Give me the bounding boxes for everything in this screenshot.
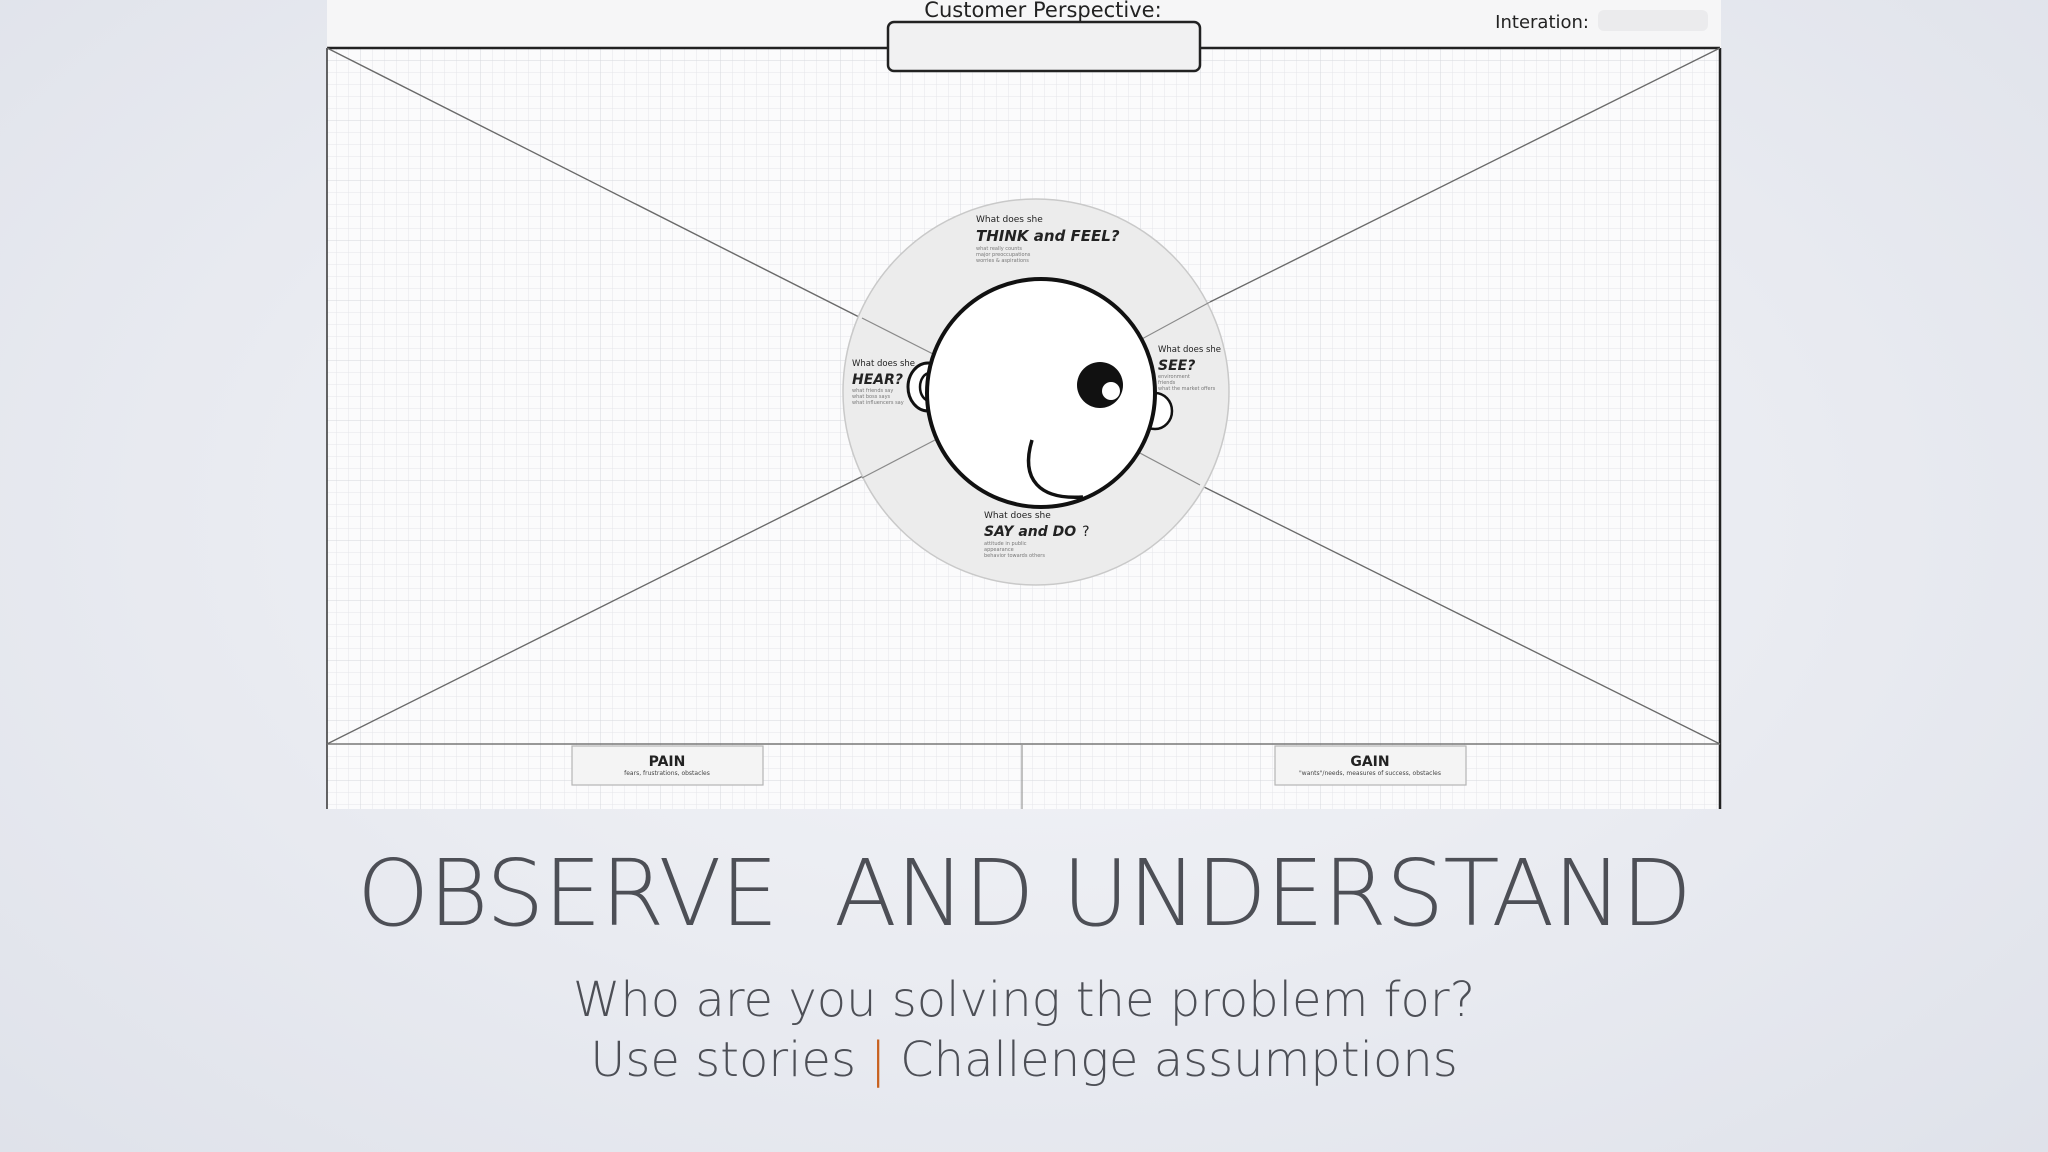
svg-text:what the market offers: what the market offers [1158, 386, 1216, 392]
iteration-field[interactable] [1598, 10, 1708, 31]
say-do-section: What does she SAY and DO? attitude in pu… [984, 511, 1090, 559]
svg-text:major preoccupations: major preoccupations [976, 252, 1031, 258]
see-section: What does she SEE? environment friends w… [1158, 345, 1221, 392]
customer-perspective-label: Customer Perspective: [924, 0, 1161, 22]
separator: | [869, 1032, 887, 1088]
hear-section: What does she HEAR? what friends say wha… [852, 359, 915, 406]
svg-text:what boss says: what boss says [852, 394, 891, 400]
svg-text:appearance: appearance [984, 547, 1014, 553]
svg-text:SAY and DO?: SAY and DO? [984, 524, 1090, 540]
think-feel-section: What does she THINK and FEEL? what reall… [976, 215, 1120, 264]
svg-text:friends: friends [1158, 380, 1176, 386]
svg-text:fears, frustrations, obstacles: fears, frustrations, obstacles [624, 770, 710, 777]
svg-text:What does she: What does she [984, 511, 1051, 521]
svg-text:What does she: What does she [976, 215, 1043, 225]
pain-box: PAIN fears, frustrations, obstacles [571, 745, 764, 786]
svg-text:GAIN: GAIN [1350, 754, 1389, 770]
diagonal-bottom-left [326, 474, 866, 745]
svg-text:worries & aspirations: worries & aspirations [976, 258, 1029, 264]
customer-perspective-field[interactable] [886, 20, 1202, 73]
diagonal-top-right [1209, 47, 1721, 303]
svg-text:THINK and FEEL?: THINK and FEEL? [976, 227, 1120, 245]
svg-text:what really counts: what really counts [976, 246, 1022, 252]
diagonal-bottom-right [1199, 484, 1721, 745]
gain-box: GAIN "wants"/needs, measures of success,… [1274, 745, 1467, 786]
svg-text:What does she: What does she [1158, 345, 1221, 355]
challenge-assumptions-text: Challenge assumptions [900, 1032, 1458, 1088]
svg-text:behavior towards others: behavior towards others [984, 553, 1045, 559]
svg-text:"wants"/needs, measures of suc: "wants"/needs, measures of success, obst… [1299, 770, 1441, 777]
slide-subtitle-line-2: Use stories|Challenge assumptions [0, 1032, 2048, 1088]
svg-text:attitude in public: attitude in public [984, 541, 1027, 547]
iteration-label: Interation: [1495, 12, 1589, 33]
svg-text:PAIN: PAIN [649, 754, 686, 770]
svg-text:what friends say: what friends say [852, 388, 893, 394]
slide-title: OBSERVE AND UNDERSTAND [357, 840, 1692, 947]
use-stories-text: Use stories [590, 1032, 856, 1088]
diagonal-top-left [326, 47, 866, 321]
svg-text:environment: environment [1158, 374, 1190, 380]
head [925, 277, 1157, 509]
svg-text:what influencers say: what influencers say [852, 400, 904, 406]
mouth [1026, 439, 1084, 499]
slide-subtitle-line-1: Who are you solving the problem for? [572, 972, 1476, 1028]
svg-text:HEAR?: HEAR? [852, 372, 903, 388]
svg-text:What does she: What does she [852, 359, 915, 369]
svg-text:SEE?: SEE? [1158, 358, 1195, 374]
